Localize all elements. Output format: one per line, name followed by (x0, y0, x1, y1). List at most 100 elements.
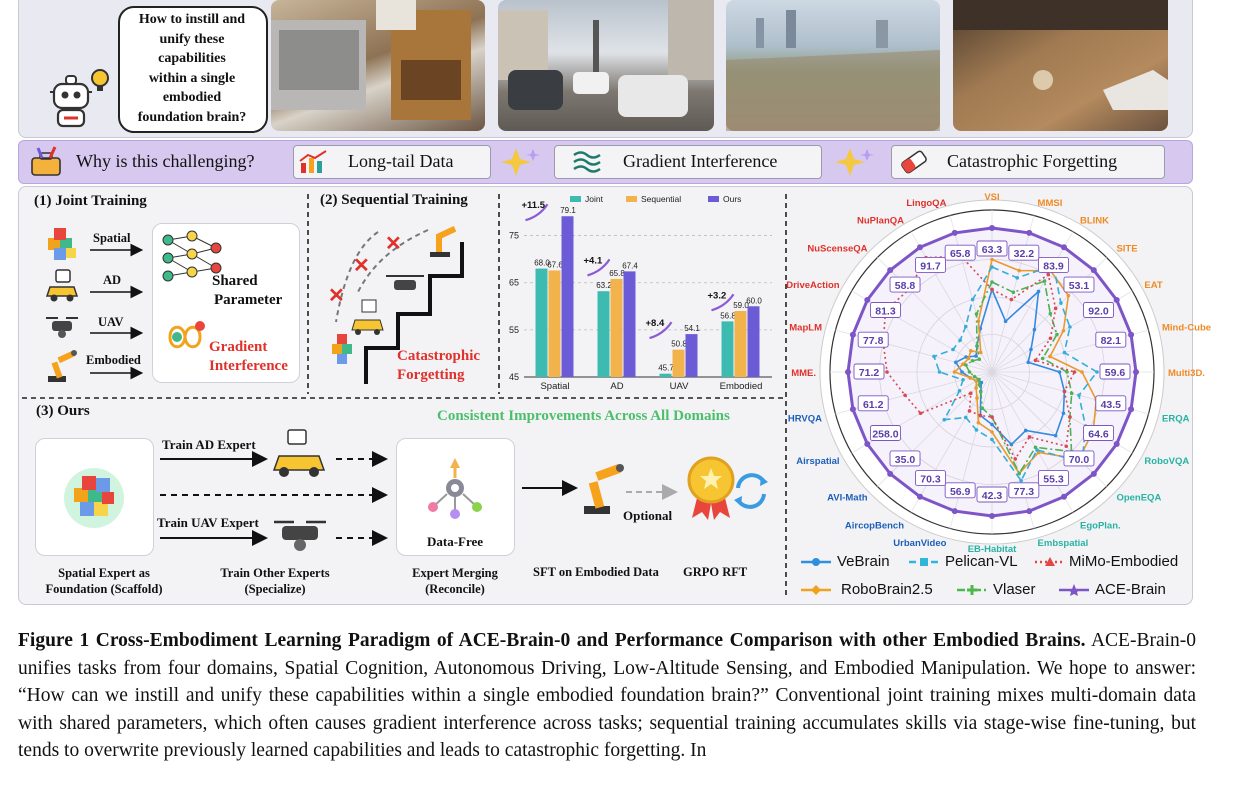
bar-value-label: 54.1 (684, 324, 700, 333)
challenge-item-long-tail: Long-tail Data (348, 151, 454, 171)
radar-point (1048, 336, 1053, 341)
radar-point (1113, 441, 1120, 447)
ace-value-label: 65.8 (950, 248, 971, 260)
radar-point (970, 358, 975, 363)
radar-point (964, 355, 968, 359)
domain-label-ad: AD (103, 273, 122, 287)
ace-value-box (915, 257, 946, 273)
radar-point (974, 428, 979, 432)
radar-point (864, 297, 871, 303)
radar-axis-label: Airspatial (796, 456, 839, 467)
ace-value-box (1083, 425, 1114, 441)
radar-point (1029, 347, 1033, 352)
gradient-interference-label: Gradient Interference (209, 339, 288, 374)
legend-swatch-ace (1059, 584, 1089, 596)
radar-point (887, 267, 894, 274)
ace-value-label: 81.3 (875, 306, 896, 318)
ace-value-label: 71.2 (859, 367, 880, 379)
ace-value-label: 43.5 (1101, 399, 1122, 411)
bar (610, 278, 623, 377)
radar-point (1080, 370, 1084, 374)
radar-point (1033, 358, 1038, 363)
radar-point (1113, 297, 1120, 303)
radar-point (1027, 435, 1032, 439)
radar-point (961, 377, 965, 382)
radar-point (1026, 360, 1031, 365)
ace-value-box (889, 276, 921, 293)
ace-value-box (1095, 395, 1127, 412)
radar-point (977, 377, 981, 382)
radar-axis-label: AircopBench (845, 520, 904, 531)
radar-axis-label: HRVQA (788, 414, 822, 425)
radar-point (978, 389, 983, 394)
train-ad-expert-label: Train AD Expert (162, 437, 256, 452)
radar-point (1053, 306, 1058, 311)
challenge-title: Why is this challenging? (76, 151, 255, 171)
data-free-label: Data-Free (427, 534, 484, 549)
x-tick-label: AD (610, 381, 623, 392)
robot-arm-icon (584, 464, 624, 514)
ace-value-label: 91.7 (920, 260, 941, 272)
ace-value-label: 70.0 (1069, 454, 1090, 466)
legend-swatch-robobrain (801, 585, 831, 595)
ace-value-box (1038, 257, 1069, 273)
bar (548, 270, 561, 377)
radar-point (957, 388, 962, 393)
ace-value-label: 32.2 (1014, 248, 1035, 260)
gain-label: +11.5 (522, 200, 546, 211)
radar-axis-label: LingoQA (906, 198, 946, 209)
radar-point (937, 370, 942, 374)
eraser-icon (901, 150, 927, 174)
sparkle-icon (835, 148, 874, 176)
ours-arrows (160, 451, 388, 546)
radar-point (1057, 370, 1062, 374)
radar-point (980, 406, 985, 411)
x-tick-label: UAV (670, 381, 689, 392)
radar-spoke (949, 371, 993, 529)
ace-value-box (915, 470, 946, 486)
radar-axis-label: MME. (791, 368, 816, 379)
ace-value-box (1083, 302, 1114, 318)
radar-point (1009, 442, 1014, 447)
radar-axis-label: UrbanVideo (893, 538, 946, 549)
legend-label-pelican: Pelican-VL (945, 553, 1018, 570)
ace-value-label: 42.3 (982, 490, 1003, 502)
radar-spoke (910, 231, 993, 373)
radar-point (1023, 428, 1028, 433)
radar-point (1068, 415, 1072, 419)
svg-text:✕: ✕ (328, 285, 345, 307)
step-expert-merging: Expert Merging(Reconcile) (412, 566, 498, 596)
x-tick-label: Spatial (540, 381, 569, 392)
ace-value-label: 59.6 (1105, 367, 1126, 379)
bar-value-label: 68.0 (534, 259, 550, 268)
glowing-cube-icon (64, 468, 124, 528)
radar-point (1019, 478, 1023, 483)
radar-point (958, 338, 962, 342)
ace-value-box (870, 425, 901, 441)
drone-icon (46, 317, 78, 338)
radar-point (1048, 354, 1052, 359)
ace-value-label: 77.8 (863, 335, 884, 347)
gain-arrow (649, 321, 673, 340)
ace-value-box (857, 331, 889, 348)
question-text: How to instill and unify these capabilit… (137, 12, 247, 125)
radar-point (1090, 470, 1097, 477)
joint-arrows (90, 243, 144, 380)
ace-value-box (1038, 470, 1069, 486)
radar-point (1009, 297, 1014, 302)
radar-point (990, 280, 994, 284)
ace-value-box (853, 363, 885, 380)
radar-point (961, 362, 965, 367)
radar-point (1017, 471, 1021, 476)
radar-point (887, 470, 894, 477)
bar (721, 321, 734, 377)
radar-point (975, 396, 979, 400)
radar-point (1017, 268, 1021, 273)
indoor-room-photo (271, 0, 485, 131)
radar-point (951, 508, 958, 515)
ace-value-box (976, 240, 1008, 257)
radar-axis-label: SITE (1116, 244, 1137, 255)
radar-point (1032, 327, 1037, 332)
gain-arrow (587, 258, 611, 277)
challenge-item-gradient: Gradient Interference (623, 151, 778, 171)
